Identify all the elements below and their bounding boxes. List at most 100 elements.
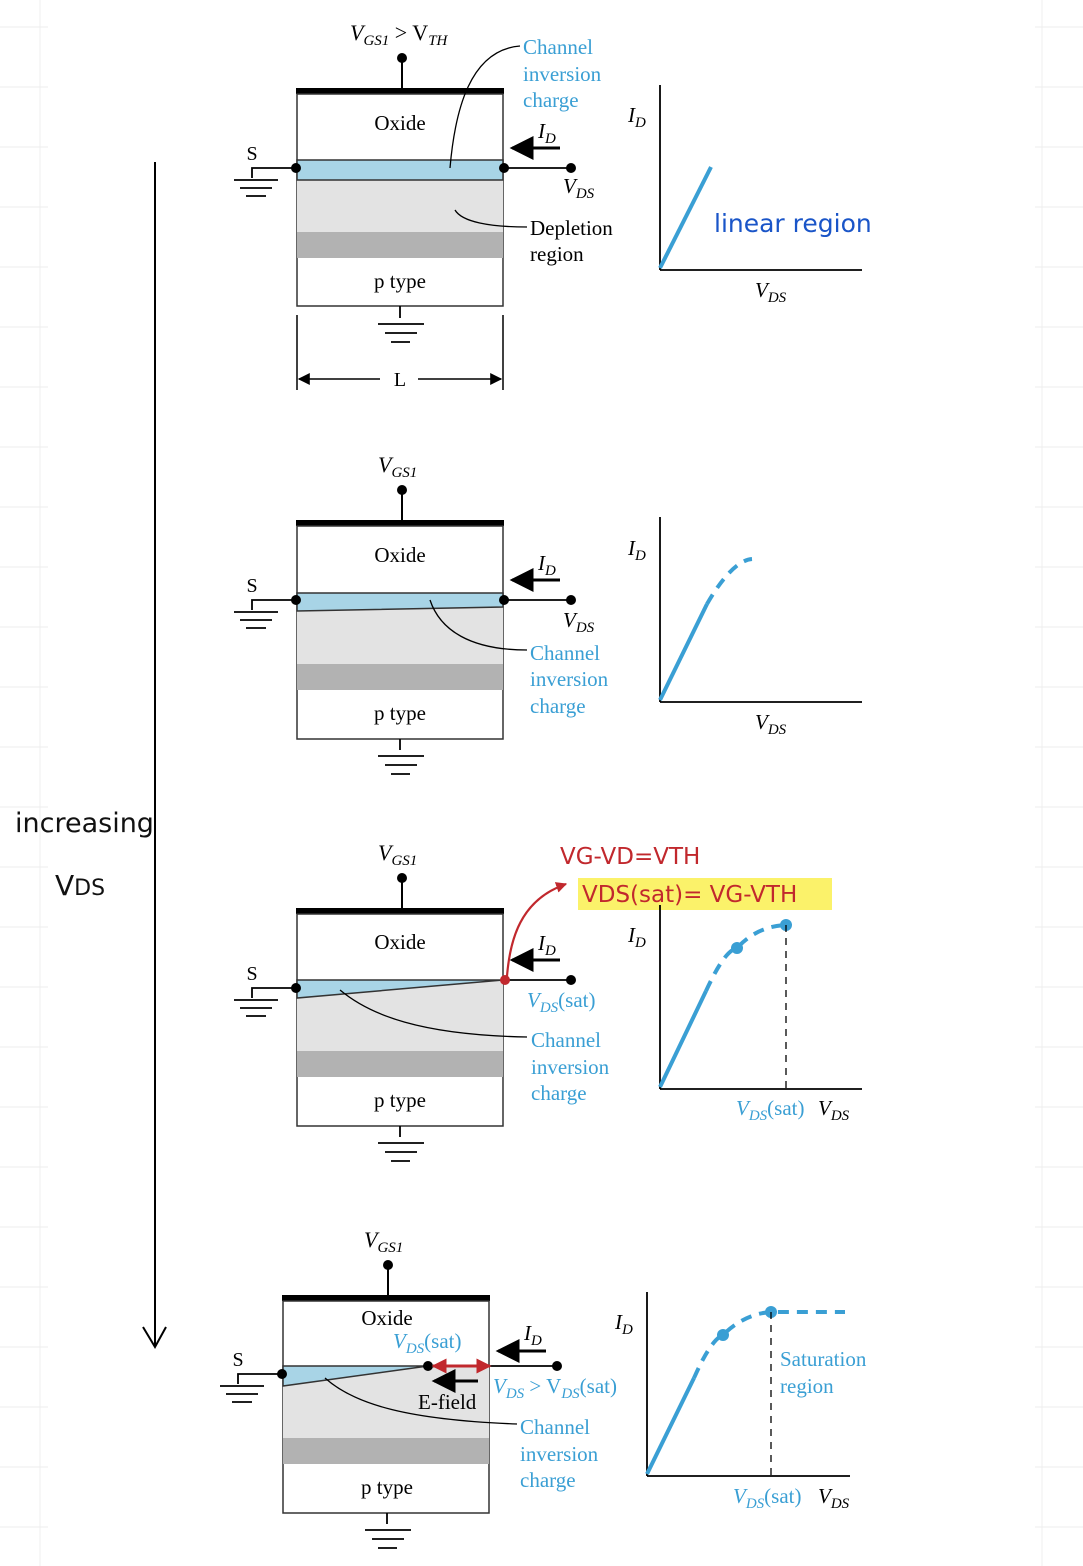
drain-terminal (499, 163, 576, 173)
channel-callout-leader (324, 1377, 518, 1425)
depletion-region (297, 980, 503, 1051)
drain-current-label: ID (537, 119, 556, 147)
gate-voltage-label: VGS1 > VTH (350, 20, 449, 49)
channel-length-dimension (296, 315, 504, 390)
source-terminal (220, 1369, 287, 1403)
linear-curve (658, 990, 708, 1088)
oxide-label: Oxide (374, 930, 425, 954)
saturation-region-label-2: region (780, 1374, 834, 1398)
oxide-label: Oxide (361, 1306, 412, 1330)
source-terminal (234, 595, 301, 629)
gate-metal (296, 88, 504, 94)
p-type-label: p type (374, 1088, 426, 1112)
source-label: S (246, 575, 257, 597)
source-terminal (234, 163, 301, 197)
gate-metal (296, 520, 504, 526)
linear-region-note: linear region (714, 209, 872, 238)
drain-terminal (500, 975, 576, 985)
oxide-label: Oxide (374, 111, 425, 135)
channel-callout-1: Channel (530, 641, 600, 665)
vds-greater-than-sat-label: VDS > VDS(sat) (493, 1374, 617, 1402)
plot-vds-sat-label: VDS(sat) (736, 1096, 805, 1124)
dark-band (297, 664, 503, 690)
plot-x-label: VDS (755, 710, 787, 738)
pinch-off-point (423, 1361, 433, 1371)
plot-y-label: ID (627, 536, 646, 564)
source-terminal (234, 983, 301, 1017)
depletion-region (297, 180, 503, 232)
bending-curve (705, 557, 753, 605)
curve-point (731, 942, 743, 954)
drain-current-label: ID (537, 931, 556, 959)
drain-terminal (499, 595, 576, 605)
gate-terminal (397, 53, 407, 90)
substrate-ground (378, 1126, 424, 1162)
channel-callout-2: inversion (531, 1055, 610, 1079)
increasing-label: increasing (15, 808, 154, 839)
gate-voltage-label: VGS1 (364, 1227, 403, 1256)
saturation-region-label-1: Saturation (780, 1347, 867, 1371)
vds-label: VDS (55, 869, 105, 902)
p-type-label: p type (361, 1475, 413, 1499)
panel-1: VGS1 > VTH Oxide p type S ID VDS (234, 20, 872, 391)
linear-curve (645, 1377, 696, 1475)
dark-band (283, 1438, 489, 1464)
vds-sat-terminal-label: VDS(sat) (527, 988, 596, 1016)
plot-y-label: ID (614, 1310, 633, 1338)
pinch-off-vds-sat-label: VDS(sat) (393, 1329, 462, 1357)
dark-band (297, 232, 503, 258)
id-vds-plot-4: ID Saturation region VDS(sat) VDS (614, 1292, 867, 1512)
channel-callout-2: inversion (520, 1442, 599, 1466)
depletion-callout-2: region (530, 242, 584, 266)
saturation-curve (692, 1310, 845, 1379)
substrate-ground (378, 739, 424, 775)
channel-callout-leader (339, 989, 528, 1038)
inversion-channel (296, 592, 504, 612)
channel-callout-3: charge (520, 1468, 576, 1492)
source-label: S (232, 1349, 243, 1371)
gate-metal (296, 908, 504, 914)
channel-callout-3: charge (530, 694, 586, 718)
vds-terminal-label: VDS (563, 174, 595, 202)
channel-callout-1: Channel (523, 35, 593, 59)
id-vds-plot-2: ID VDS (627, 517, 862, 738)
linear-curve (658, 603, 709, 701)
pinch-off-point (500, 975, 510, 985)
gate-terminal (383, 1260, 393, 1297)
red-annotation-arrow (505, 882, 568, 977)
substrate-ground (378, 306, 424, 343)
p-type-label: p type (374, 269, 426, 293)
curve-point (717, 1329, 729, 1341)
e-field-label: E-field (418, 1390, 477, 1414)
increasing-vds-annotation: increasing VDS (15, 162, 167, 1350)
linear-curve (658, 166, 713, 269)
gate-terminal (397, 873, 407, 910)
gate-metal (282, 1295, 490, 1301)
channel-callout-1: Channel (520, 1415, 590, 1439)
channel-callout-1: Channel (531, 1028, 601, 1052)
gate-voltage-label: VGS1 (378, 452, 417, 481)
id-vds-plot-3: ID VDS(sat) VDS (627, 905, 862, 1124)
source-label: S (246, 963, 257, 985)
dark-band (297, 1051, 503, 1077)
depletion-region (297, 607, 503, 664)
drain-current-label: ID (523, 1321, 542, 1349)
plot-y-label: ID (627, 923, 646, 951)
channel-callout-leader (449, 45, 521, 169)
vds-sat-formula-note: VDS(sat)= VG-VTH (582, 882, 797, 908)
source-label: S (246, 143, 257, 165)
panel-3: VGS1 Oxide p type S ID VDS(sat) (234, 840, 862, 1162)
id-vds-plot-1: ID VDS linear region (627, 85, 872, 306)
pinch-off-condition-note: VG-VD=VTH (560, 844, 700, 870)
down-arrowhead-icon (142, 1326, 167, 1350)
vds-terminal-label: VDS (563, 608, 595, 636)
channel-callout-3: charge (523, 88, 579, 112)
p-type-label: p type (374, 701, 426, 725)
channel-callout-2: inversion (523, 62, 602, 86)
depletion-callout-1: Depletion (530, 216, 613, 240)
gate-voltage-label: VGS1 (378, 840, 417, 869)
plot-x-label: VDS (818, 1484, 850, 1512)
channel-callout-leader (429, 599, 528, 651)
